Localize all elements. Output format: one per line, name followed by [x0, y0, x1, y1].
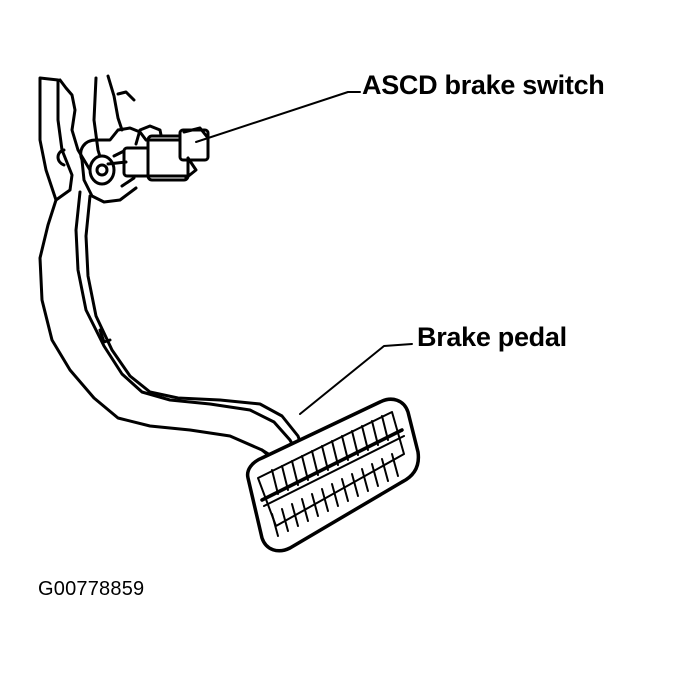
brake-switch-illustration [79, 124, 210, 204]
brake-switch-leader [195, 91, 361, 143]
brake-pedal-label: Brake pedal [417, 322, 567, 352]
figure-id: G00778859 [38, 578, 145, 600]
brake-pedal-illustration [245, 397, 421, 553]
brake-pedal-leader [299, 343, 413, 415]
brake-switch-label: ASCD brake switch [362, 70, 605, 100]
bracket-illustration [38, 74, 310, 488]
